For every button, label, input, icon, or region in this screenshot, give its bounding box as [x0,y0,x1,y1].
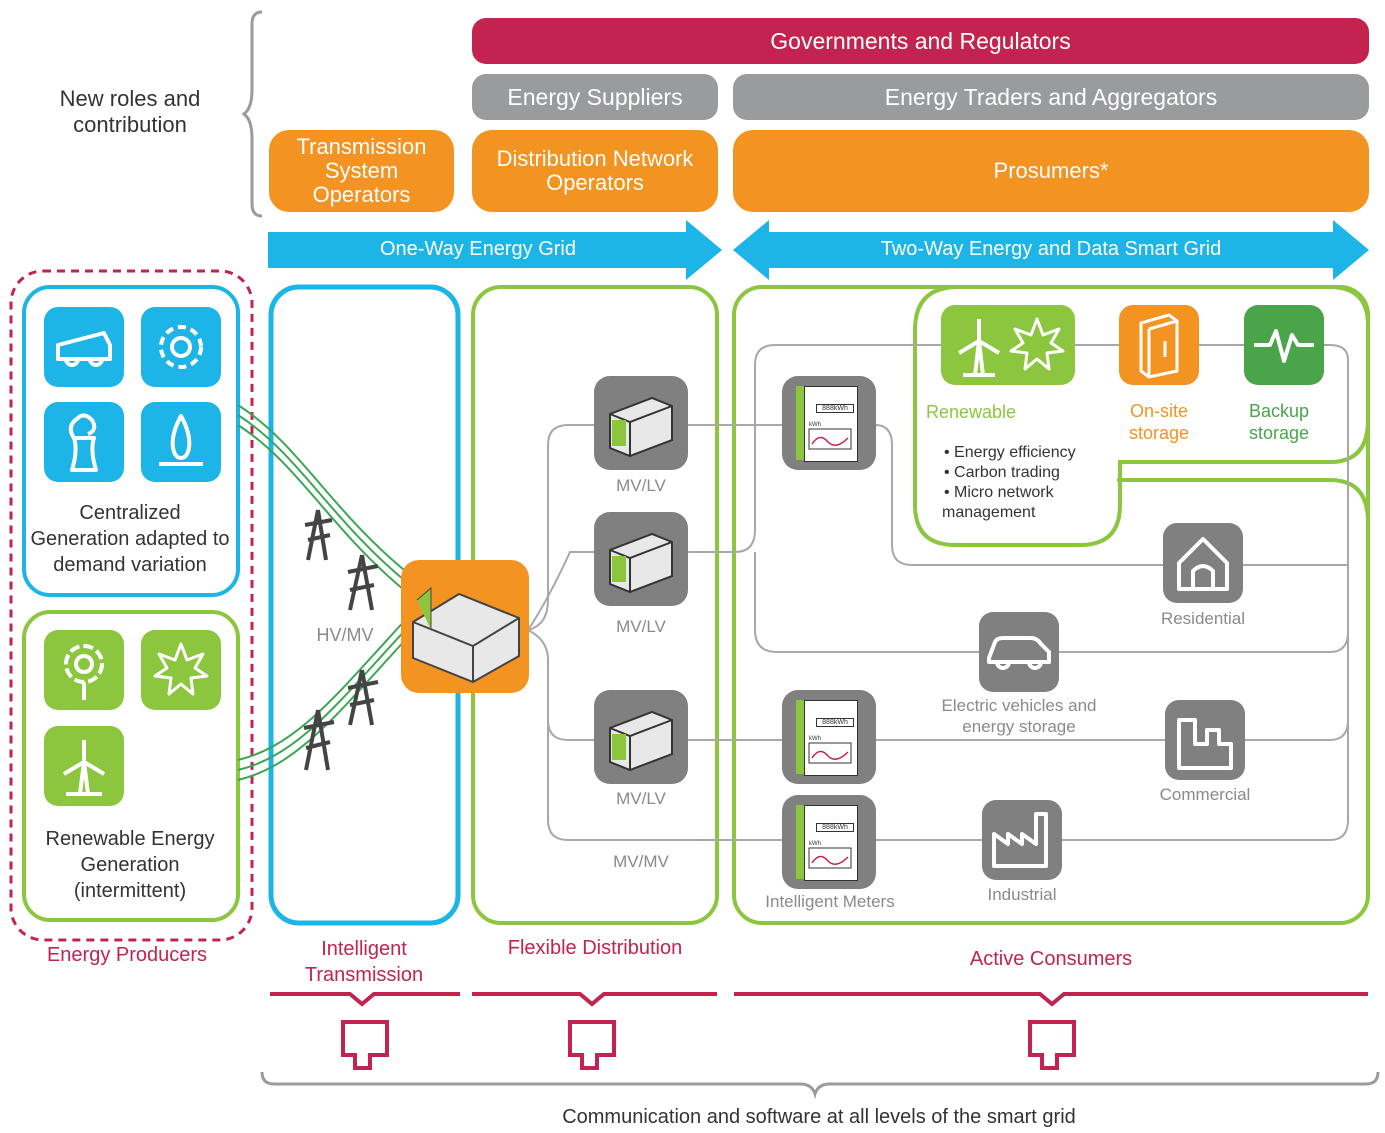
two-way-label: Two-Way Energy and Data Smart Grid [880,238,1222,260]
gas-flame-icon [141,402,221,482]
energy-suppliers-banner: Energy Suppliers [472,74,718,120]
hv-line [237,614,411,761]
bottom-brackets [270,992,1368,1007]
office-building-icon [1165,700,1245,780]
computer-icon [341,1020,1076,1070]
mv-lv-label: MV/LV [616,789,666,808]
hv-line [237,414,411,586]
active-consumers-title: Active Consumers [969,948,1133,970]
coal-cart-icon [44,307,124,387]
smart-meter-icon: 888kWh kWh [782,376,876,470]
ev-label: Electric vehicles and energy storage [941,696,1097,736]
one-way-arrow [268,220,722,280]
sun-icon [141,630,221,710]
prosumers-banner: Prosumers* [733,130,1369,212]
energy-traders-banner: Energy Traders and Aggregators [733,74,1369,120]
cooling-tower-icon [44,402,124,482]
hv-line [237,404,411,576]
transformer-cabinet-icon [594,512,688,606]
gear-icon [141,307,221,387]
renewable-icon [941,305,1075,385]
two-way-arrow [733,220,1369,280]
roles-label: New roles and contribution [59,86,201,137]
meter-unit: kWh [809,422,821,428]
meter-unit: kWh [809,841,821,847]
governments-regulators-banner: Governments and Regulators [472,18,1369,64]
mv-mv-label: MV/MV [613,852,669,871]
meter-reading: 888kWh [816,718,854,727]
storage-cabinet-icon [1119,305,1199,385]
commercial-label: Commercial [1159,785,1251,804]
tso-banner: Transmission System Operators [269,130,454,212]
centralized-label: Centralized Generation adapted to demand… [30,502,230,576]
transformer-cabinet-icon [594,376,688,470]
one-way-label: One-Way Energy Grid [380,238,576,260]
industrial-label: Industrial [987,885,1057,904]
mv-lv-label: MV/LV [616,617,666,636]
backup-pulse-icon [1244,305,1324,385]
house-icon [1163,523,1243,603]
energy-producers-title: Energy Producers [46,944,208,966]
transformer-cabinet-icon [594,690,688,784]
smart-meter-icon: 888kWh kWh [782,795,876,889]
roles-brace [241,10,263,218]
onsite-storage-label: On-site storage [1128,401,1190,443]
benefit-item: • Carbon trading [944,464,1060,481]
hv-mv-label: HV/MV [316,625,374,645]
renewable-generation-label: Renewable Energy Generation (intermitten… [45,828,215,902]
factory-icon [982,800,1062,880]
dno-banner: Distribution Network Operators [472,130,718,212]
energy-producers-group [9,269,254,942]
prosumer-benefits: • Energy efficiency • Carbon trading • M… [942,443,1114,523]
intelligent-meters-label: Intelligent Meters [765,892,895,911]
centralized-panel [22,285,240,597]
benefit-item: • Energy efficiency [944,444,1076,461]
distribution-lines [527,344,1349,841]
electric-car-icon [979,612,1059,692]
backup-storage-label: Backup storage [1248,401,1310,443]
wind-turbine-icon [44,726,124,806]
hv-line [237,424,411,596]
prosumer-outline-lower [1117,478,1370,523]
meter-unit: kWh [809,736,821,742]
smart-meter-icon: 888kWh kWh [782,690,876,784]
meter-reading: 888kWh [816,823,854,832]
pylon-icon [303,509,379,771]
meter-reading: 888kWh [816,404,854,413]
communication-label: Communication and software at all levels… [562,1106,1076,1128]
substation-icon [401,560,529,693]
mv-lv-label: MV/LV [616,476,666,495]
communication-brace [260,1071,1380,1100]
flower-icon [44,630,124,710]
benefit-item: • Micro network [944,484,1054,501]
prosumer-outline [913,285,1370,547]
renewable-panel [22,610,240,922]
benefit-item: management [942,504,1036,521]
renewable-label: Renewable [926,402,1017,422]
intelligent-transmission-title: Intelligent Transmission [304,938,424,986]
residential-label: Residential [1160,609,1246,628]
flexible-distribution-title: Flexible Distribution [507,937,683,959]
